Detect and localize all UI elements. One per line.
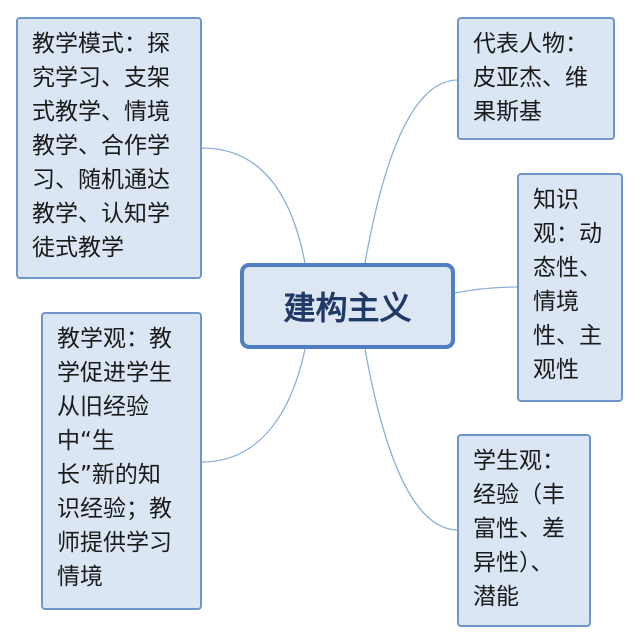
connector-teaching-models	[201, 147, 306, 264]
topic-teaching-models[interactable]: 教学模式：探 究学习、支架 式教学、情境 教学、合作学 习、随机通达 教学、认知…	[16, 17, 202, 279]
connector-student-view	[364, 348, 459, 531]
topic-teaching-view-text: 教学观：教 学促进学生 从旧经验 中“生 长”新的知 识经验；教 师提供学习 情…	[57, 326, 172, 590]
central-topic-label: 建构主义	[283, 289, 412, 327]
connector-teaching-view	[201, 348, 306, 463]
central-topic[interactable]: 建构主义	[240, 263, 455, 349]
topic-student-view-text: 学生观： 经验（丰 富性、差 异性）、 潜能	[473, 448, 565, 610]
topic-student-view[interactable]: 学生观： 经验（丰 富性、差 异性）、 潜能	[457, 434, 591, 627]
topic-representatives-text: 代表人物： 皮亚杰、维 果斯基	[473, 31, 588, 125]
topic-knowledge-view-text: 知识 观：动 态性、 情境 性、主 观性	[533, 187, 602, 383]
topic-representatives[interactable]: 代表人物： 皮亚杰、维 果斯基	[457, 17, 615, 140]
connector-knowledge-view	[454, 286, 518, 294]
topic-knowledge-view[interactable]: 知识 观：动 态性、 情境 性、主 观性	[517, 173, 623, 402]
topic-teaching-models-text: 教学模式：探 究学习、支架 式教学、情境 教学、合作学 习、随机通达 教学、认知…	[32, 31, 170, 261]
connector-representatives	[364, 79, 459, 264]
topic-teaching-view[interactable]: 教学观：教 学促进学生 从旧经验 中“生 长”新的知 识经验；教 师提供学习 情…	[41, 312, 202, 610]
